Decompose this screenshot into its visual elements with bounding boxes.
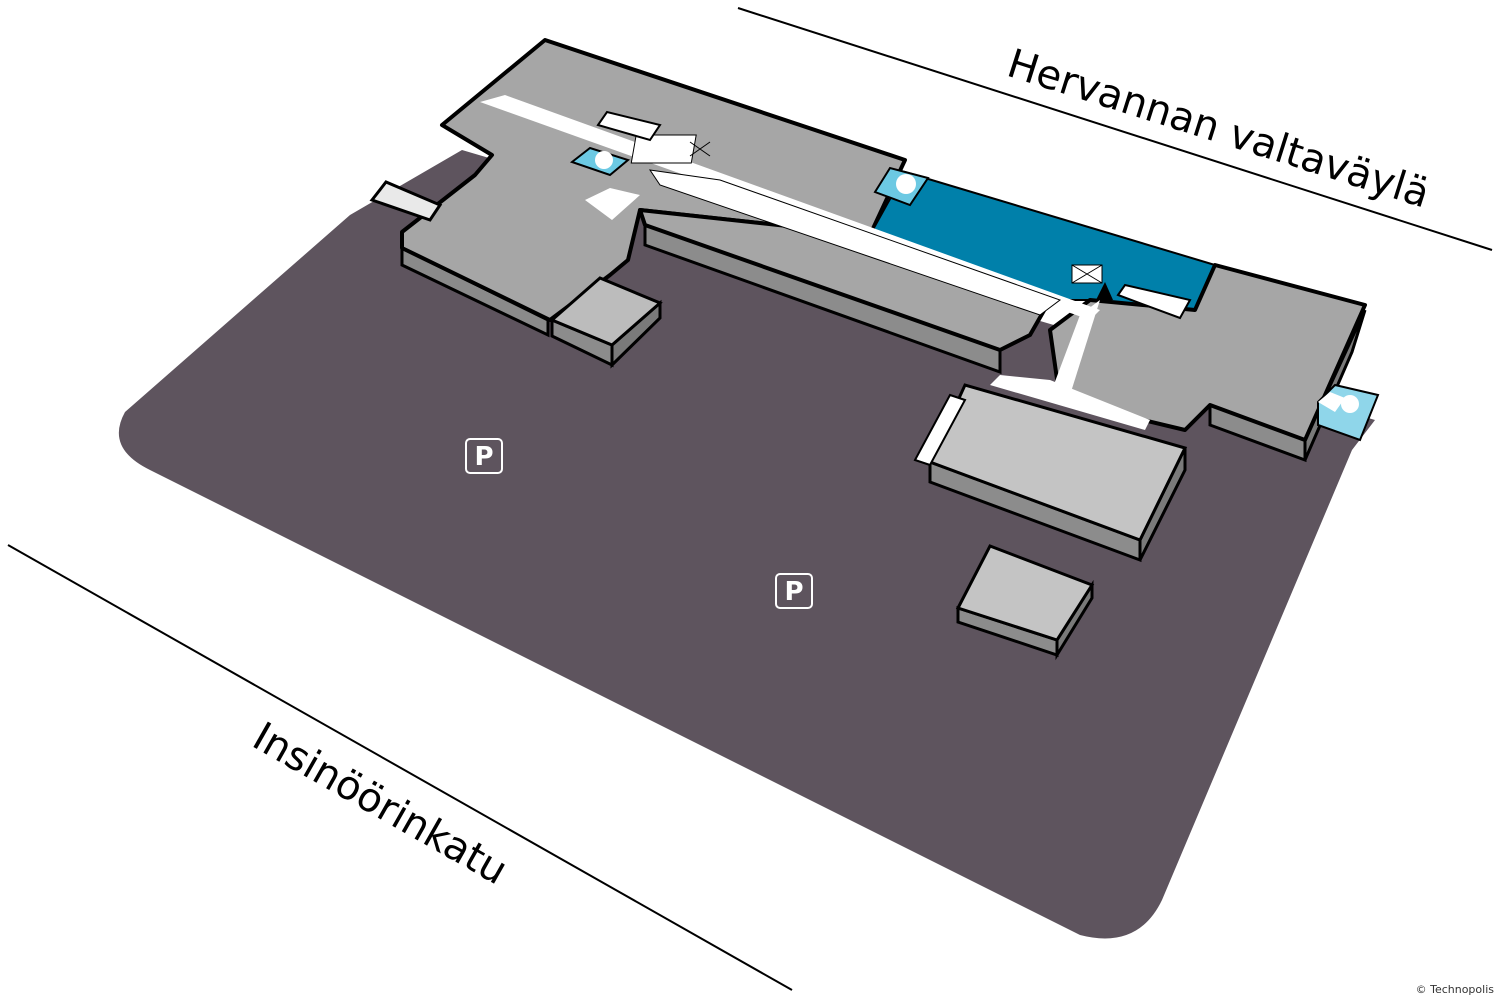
corridor-east-lower bbox=[990, 375, 1150, 430]
location-marker-icon bbox=[1096, 282, 1113, 300]
service-room bbox=[1116, 283, 1192, 320]
stairs-icon bbox=[873, 166, 930, 207]
lot-building-roof bbox=[955, 544, 1095, 642]
service-room bbox=[596, 110, 662, 142]
east-annex-ramp bbox=[913, 393, 967, 467]
parking-icon: P bbox=[465, 438, 503, 474]
east-stub-corridor bbox=[1318, 392, 1345, 412]
stairs-icon bbox=[1341, 395, 1359, 413]
stairs-icon bbox=[569, 146, 631, 177]
corridor-central bbox=[648, 169, 1062, 316]
corridor-west-vertical bbox=[585, 188, 640, 220]
corridor-east-vertical bbox=[1050, 300, 1100, 395]
street-line-north bbox=[737, 7, 1493, 251]
street-label-north: Hervannan valtaväylä bbox=[1002, 41, 1435, 218]
street-line-south bbox=[7, 544, 793, 991]
svg-text:P: P bbox=[784, 577, 803, 607]
parking-icon: P bbox=[775, 573, 813, 609]
west-stub bbox=[369, 180, 443, 222]
map-credit: © Technopolis bbox=[1415, 983, 1494, 996]
west-annex-roof bbox=[549, 276, 663, 347]
svg-text:P: P bbox=[474, 442, 493, 472]
street-label-south: Insinöörinkatu bbox=[245, 714, 515, 894]
elevator-icon bbox=[1071, 264, 1103, 284]
elevator-icon bbox=[630, 134, 711, 164]
